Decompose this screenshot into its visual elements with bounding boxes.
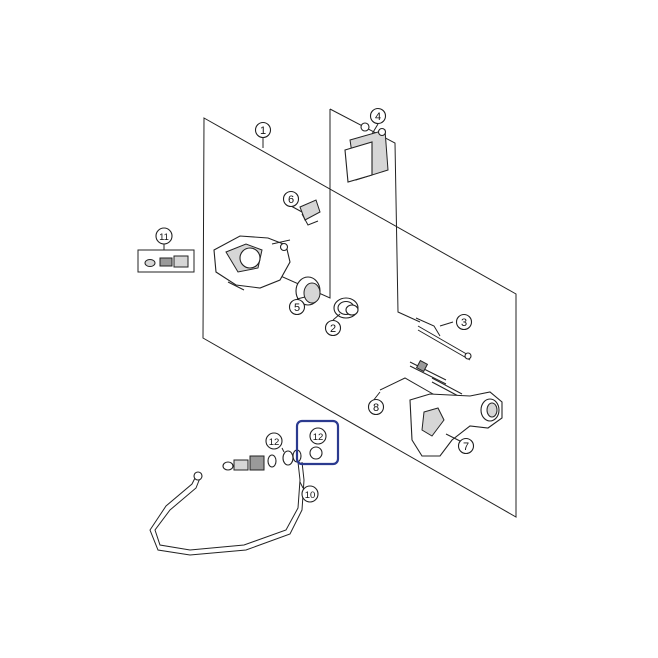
callout-8-label: 8: [373, 402, 379, 414]
callout-1-label: 1: [260, 125, 266, 137]
callout-11: 11: [155, 227, 173, 245]
pad-spring-part: [299, 199, 321, 226]
callout-7: 7: [457, 437, 475, 455]
callout-1: 1: [254, 121, 272, 139]
callout-12-left: 12: [265, 432, 283, 450]
callout-2-label: 2: [330, 323, 336, 335]
callout-10: 10: [301, 485, 319, 503]
selection-highlight-box[interactable]: [295, 419, 340, 466]
callout-5: 5: [288, 298, 306, 316]
callout-5-label: 5: [294, 302, 300, 314]
callout-3: 3: [455, 313, 473, 331]
callout-12-right: 12: [309, 427, 327, 445]
callout-3-label: 3: [461, 317, 467, 329]
brake-pads-part: [344, 122, 389, 183]
callout-12-right-label: 12: [313, 432, 324, 443]
caliper-housing-part: [213, 235, 291, 291]
brake-hose-part: [149, 461, 305, 556]
callout-4-label: 4: [375, 111, 381, 123]
callout-8: 8: [367, 398, 385, 416]
pin-clip-part: [415, 317, 472, 361]
caliper-bracket-part: [409, 391, 503, 457]
banjo-bolt-part: [222, 446, 323, 471]
leader-lines: [163, 123, 461, 489]
callout-12-left-label: 12: [269, 437, 280, 448]
callout-11-label: 11: [159, 232, 169, 243]
callout-6: 6: [282, 190, 300, 208]
callout-7-label: 7: [463, 441, 469, 453]
bolts-part: [379, 359, 463, 399]
callout-6-label: 6: [288, 194, 294, 206]
callout-4: 4: [369, 107, 387, 125]
callout-2: 2: [324, 319, 342, 337]
bleed-screw-part: [137, 249, 195, 273]
seal-ring-part: [333, 297, 359, 319]
callout-10-label: 10: [305, 490, 316, 501]
